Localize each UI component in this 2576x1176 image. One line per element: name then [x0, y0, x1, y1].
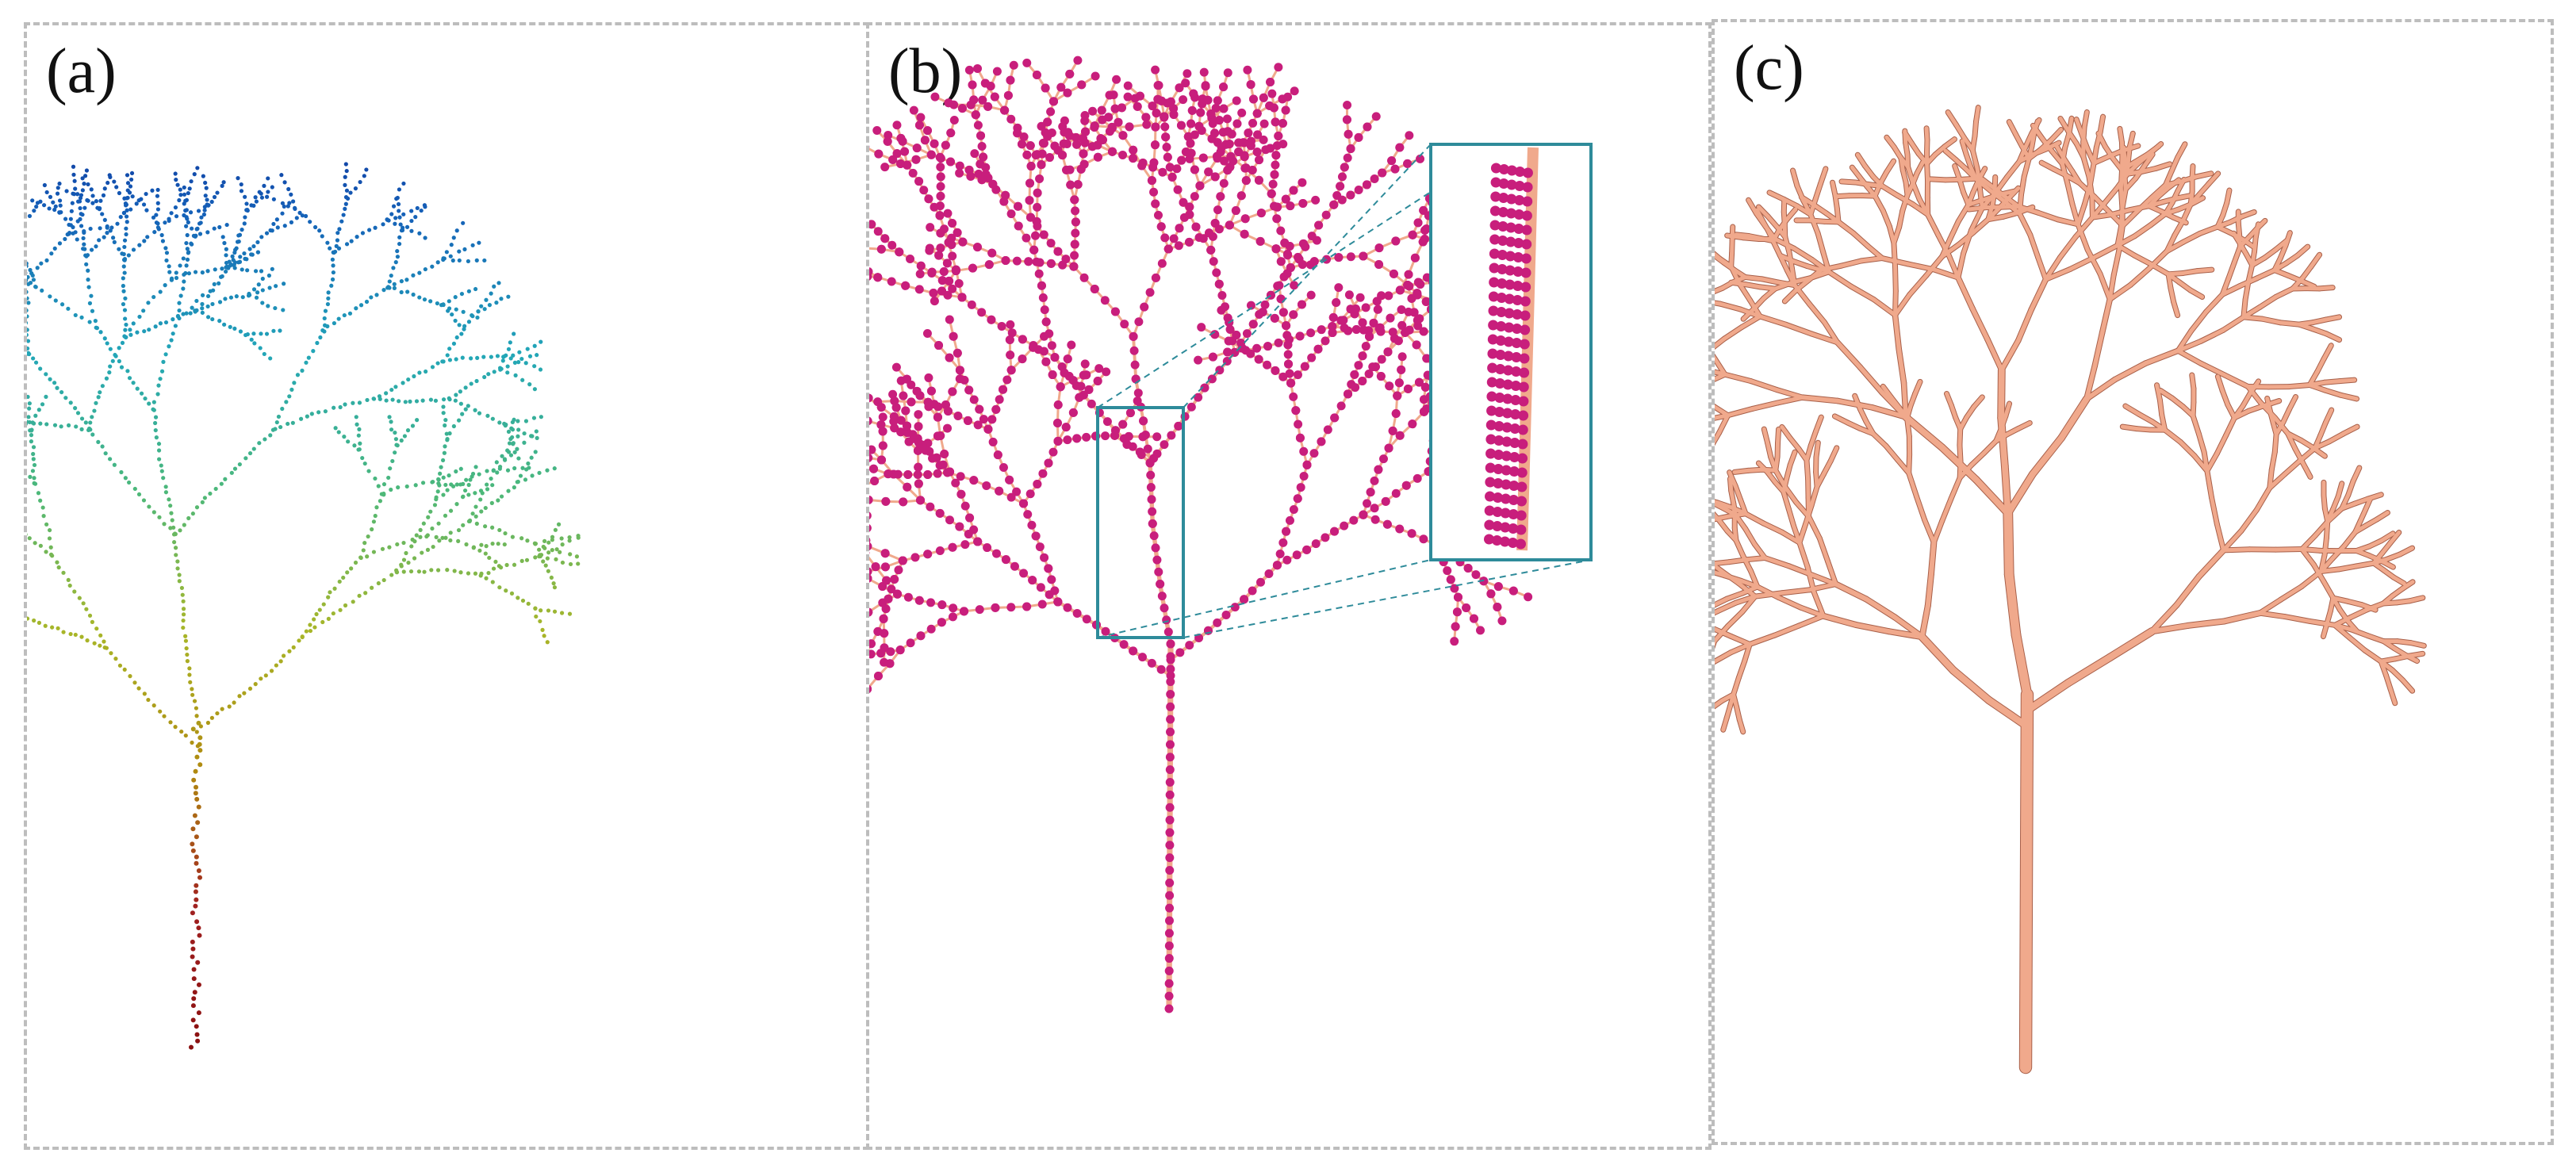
cylinder-model-figure — [1715, 105, 2427, 1074]
point-cloud-points — [27, 162, 581, 1050]
panel-label-a: (a) — [46, 36, 117, 106]
cylinder-branches — [1715, 105, 2427, 1074]
zoom-inset — [1096, 143, 1593, 639]
panel-c-cylinder-model: (c) — [1712, 19, 2554, 1145]
point-cloud-figure — [27, 162, 581, 1050]
skeleton-node-figure — [869, 56, 1593, 1013]
panel-b-skeleton-nodes: (b) — [866, 22, 1712, 1150]
panel-label-b: (b) — [888, 36, 963, 106]
panel-label-c: (c) — [1734, 33, 1804, 103]
panel-a-point-cloud: (a) — [24, 22, 869, 1150]
